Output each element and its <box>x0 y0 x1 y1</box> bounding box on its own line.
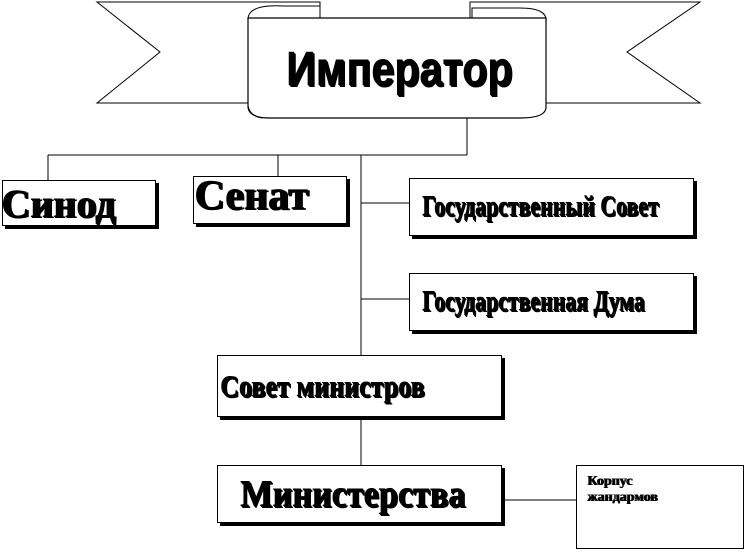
node-sinod: Синод <box>1 180 156 226</box>
node-ministries: Министерства <box>217 465 502 523</box>
node-state-council: Государственный Совет <box>409 178 694 236</box>
ribbon-banner <box>95 1 702 119</box>
node-gendarme-corps-label: Корпус жандармов <box>587 474 658 505</box>
node-council-of-ministers: Совет министров <box>217 355 502 417</box>
node-council-of-ministers-label: Совет министров <box>220 368 425 403</box>
node-senat: Сенат <box>193 173 347 224</box>
node-senat-label: Сенат <box>194 173 309 219</box>
node-sinod-label: Синод <box>1 180 116 226</box>
node-gendarme-corps: Корпус жандармов <box>576 465 744 549</box>
ribbon-left-fold <box>247 5 321 19</box>
node-state-council-label: Государственный Совет <box>422 191 659 222</box>
node-ministries-label: Министерства <box>240 473 466 515</box>
node-state-duma: Государственная Дума <box>409 273 694 331</box>
connectors <box>47 118 576 501</box>
ribbon-front-panel <box>247 17 547 119</box>
node-state-duma-label: Государственная Дума <box>422 286 645 317</box>
